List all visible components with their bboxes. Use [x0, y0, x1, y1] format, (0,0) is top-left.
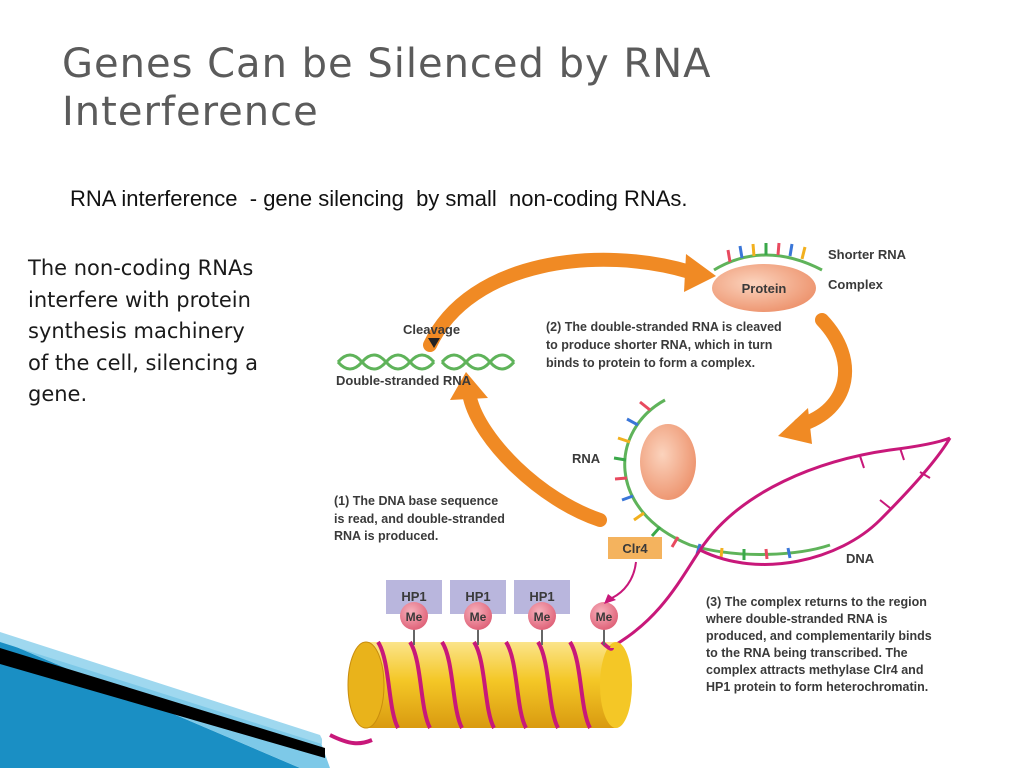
label-shorter-rna: Shorter RNA: [828, 247, 907, 262]
slide-title: Genes Can be Silenced by RNA Interferenc…: [62, 41, 712, 135]
cleavage-arrow-icon: [428, 338, 440, 348]
arrow-to-dsrna: [463, 391, 607, 527]
label-clr4: Clr4: [622, 541, 648, 556]
clr4-box: [608, 537, 662, 559]
arrow-to-rna: [793, 313, 852, 432]
label-me-3: Me: [534, 610, 551, 624]
rna-strand: [613, 398, 831, 560]
shorter-rna-complex: [712, 242, 823, 312]
label-cleavage: Cleavage: [403, 322, 460, 337]
body-text: The non-coding RNAs interfere with prote…: [28, 256, 258, 406]
label-dna: DNA: [846, 551, 875, 566]
clr4-arrowhead-icon: [604, 594, 616, 604]
chromatin-cylinder: [329, 640, 632, 746]
step1-caption: (1) The DNA base sequence is read, and d…: [334, 494, 508, 543]
label-complex: Complex: [828, 277, 884, 292]
step3-caption: (3) The complex returns to the region wh…: [705, 595, 935, 694]
label-me-1: Me: [406, 610, 423, 624]
label-double-stranded-rna: Double-stranded RNA: [336, 373, 472, 388]
methyl-groups: [400, 602, 618, 645]
label-rna: RNA: [572, 451, 601, 466]
label-protein: Protein: [742, 281, 787, 296]
slide-subtitle: RNA interference - gene silencing by sma…: [70, 186, 688, 211]
cycle-arrows: [423, 252, 852, 527]
clr4-arrow: [611, 561, 637, 599]
double-stranded-rna: [336, 353, 516, 371]
arrow-to-complex: [423, 252, 697, 352]
label-me-2: Me: [470, 610, 487, 624]
dna-strand: [609, 436, 952, 650]
decorative-stripes: [0, 632, 330, 768]
label-me-4: Me: [596, 610, 613, 624]
label-hp1-1: HP1: [401, 589, 426, 604]
step2-caption: (2) The double-stranded RNA is cleaved t…: [546, 320, 785, 370]
label-hp1-3: HP1: [529, 589, 554, 604]
label-hp1-2: HP1: [465, 589, 490, 604]
protein-blob: [640, 424, 696, 500]
